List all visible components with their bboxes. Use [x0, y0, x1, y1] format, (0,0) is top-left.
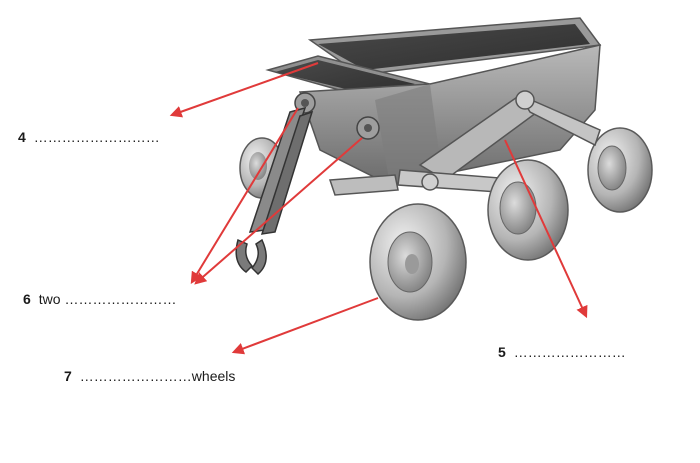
label-arrows [169, 62, 588, 355]
arrow-4 [169, 62, 319, 118]
label-7-suffix: wheels [191, 368, 236, 384]
claw-arm [235, 106, 314, 276]
label-7: 7 ……………………wheels [64, 368, 235, 384]
rover-illustration [235, 17, 653, 321]
label-6: 6 two …………………… [23, 291, 176, 307]
label-6-prefix: two [38, 291, 61, 307]
rocker-bogie-arms [328, 90, 601, 196]
arrow-5 [504, 139, 588, 319]
label-7-blank[interactable]: …………………… [79, 368, 192, 384]
arrow-6b [194, 137, 363, 285]
wheel-front [369, 203, 467, 321]
label-6-number: 6 [23, 291, 31, 307]
arrow-7 [231, 297, 379, 355]
arrow-6a [190, 107, 299, 285]
label-4-number: 4 [18, 129, 26, 145]
label-5-number: 5 [498, 344, 506, 360]
label-4-blank[interactable]: ……………………… [33, 129, 160, 145]
label-4: 4 ……………………… [18, 129, 160, 145]
label-5: 5 …………………… [498, 344, 626, 360]
label-6-blank[interactable]: …………………… [64, 291, 177, 307]
label-5-blank[interactable]: …………………… [513, 344, 626, 360]
label-7-number: 7 [64, 368, 72, 384]
wheel-middle [487, 159, 569, 261]
wheel-rear-right [587, 127, 653, 213]
